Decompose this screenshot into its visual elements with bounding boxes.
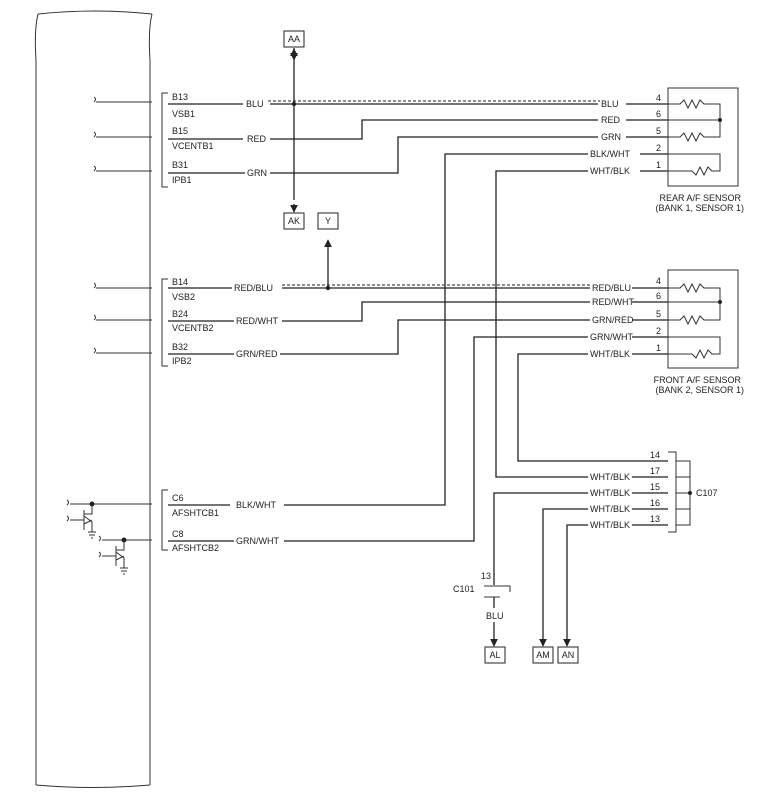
wire-label-redblu-ecm: RED/BLU [234,283,273,293]
wire-label-grnred-ecm: GRN/RED [236,349,278,359]
wire-label-blu-c101: BLU [486,611,504,621]
pin-b31: B31 [172,160,188,170]
transistor-driver-b2 [98,535,152,575]
wire-label-blu-ecm: BLU [246,99,264,109]
ecm-connector-bracket-c [161,489,168,551]
ecm-block [34,10,153,788]
pin-b32: B32 [172,342,188,352]
front-sensor-title: FRONT A/F SENSOR [654,375,742,385]
pin-c8: C8 [172,529,184,539]
wire-label-whtblk-rear: WHT/BLK [590,166,630,176]
rear-pin-4: 4 [656,93,661,103]
c107-label: C107 [696,488,718,498]
wires-bank1 [168,100,668,506]
connector-ak-label: AK [288,216,300,226]
c107-pin-14: 14 [650,450,660,460]
connector-arrows [290,48,571,647]
connector-y-label: Y [325,216,331,226]
connector-an-label: AN [562,650,575,660]
connector-am-label: AM [536,650,550,660]
front-pin-1: 1 [656,343,661,353]
front-sensor-subtitle: (BANK 2, SENSOR 1) [655,385,744,395]
pin-b14: B14 [172,277,188,287]
wire-label-red-ecm: RED [247,134,267,144]
wire-label-grn-rear: GRN [601,132,621,142]
wire-label-grnwht-ecm: GRN/WHT [236,536,279,546]
connector-am[interactable]: AM [532,646,554,664]
pin-ipb1: IPB1 [172,175,192,185]
c107-pin-15: 15 [650,482,660,492]
rear-pin-2: 2 [656,143,661,153]
wire-label-blkwht-ecm: BLK/WHT [236,500,277,510]
pin-vcentb2: VCENTB2 [172,323,214,333]
wire-label-whtblk-17: WHT/BLK [590,472,630,482]
pin-vsb1: VSB1 [172,109,195,119]
c101-pin-13: 13 [481,571,491,581]
rear-pin-5: 5 [656,126,661,136]
ecm-connector-bracket-b1 [161,92,168,188]
pin-afshtcb2: AFSHTCB2 [172,543,219,553]
pin-vcentb1: VCENTB1 [172,141,214,151]
wire-color-labels: BLU RED GRN BLU RED GRN BLK/WHT WHT/BLK … [234,99,634,621]
rear-pin-6: 6 [656,109,661,119]
c107-connector[interactable]: 14 17 15 16 13 C107 [650,450,718,533]
wire-label-whtblk-16: WHT/BLK [590,504,630,514]
wire-label-blu-rear: BLU [601,99,619,109]
c101-connector[interactable]: 13 C101 [453,571,511,598]
wires-c107 [493,476,668,640]
front-pin-4: 4 [656,276,661,286]
ecm-connector-bracket-b2 [161,278,168,367]
connector-aa[interactable]: AA [283,30,305,48]
wire-label-whtblk-front: WHT/BLK [590,349,630,359]
wire-label-grnwht-front: GRN/WHT [590,332,633,342]
front-pin-5: 5 [656,309,661,319]
c107-pin-17: 17 [650,466,660,476]
transistor-driver-b1 [66,499,152,539]
connector-ak[interactable]: AK [283,212,305,230]
wire-label-redwht-front: RED/WHT [592,297,634,307]
c101-label: C101 [453,584,475,594]
rear-sensor-title: REAR A/F SENSOR [659,193,741,203]
pin-vsb2: VSB2 [172,292,195,302]
connector-aa-label: AA [288,34,300,44]
ecm-pin-labels: B13 VSB1 B15 VCENTB1 B31 IPB1 B14 VSB2 B… [172,92,219,553]
front-af-sensor[interactable]: 4 6 5 2 1 [656,269,739,369]
rear-pin-1: 1 [656,160,661,170]
rear-sensor-subtitle: (BANK 1, SENSOR 1) [655,203,744,213]
pin-afshtcb1: AFSHTCB1 [172,508,219,518]
pin-c6: C6 [172,493,184,503]
connector-y[interactable]: Y [317,212,339,230]
wire-label-whtblk-13: WHT/BLK [590,520,630,530]
front-pin-2: 2 [656,326,661,336]
rear-af-sensor[interactable]: 4 6 5 2 1 [656,87,739,187]
pin-b15: B15 [172,126,188,136]
connector-al[interactable]: AL [484,646,506,664]
wire-label-whtblk-15: WHT/BLK [590,488,630,498]
pin-b13: B13 [172,92,188,102]
wire-label-grnred-front: GRN/RED [592,315,634,325]
wire-label-redwht-ecm: RED/WHT [236,316,278,326]
ecm-internal-stubs [93,96,152,354]
pin-ipb2: IPB2 [172,356,192,366]
front-pin-6: 6 [656,291,661,301]
c107-pin-16: 16 [650,498,660,508]
c107-pin-13: 13 [650,514,660,524]
wire-label-blkwht-rear: BLK/WHT [590,149,631,159]
wire-label-red-rear: RED [601,115,621,125]
wires-bank2 [168,284,668,542]
pin-b24: B24 [172,309,188,319]
wire-label-redblu-front: RED/BLU [592,283,631,293]
connector-al-label: AL [489,650,500,660]
connector-an[interactable]: AN [557,646,579,664]
wire-label-grn-ecm: GRN [247,168,267,178]
